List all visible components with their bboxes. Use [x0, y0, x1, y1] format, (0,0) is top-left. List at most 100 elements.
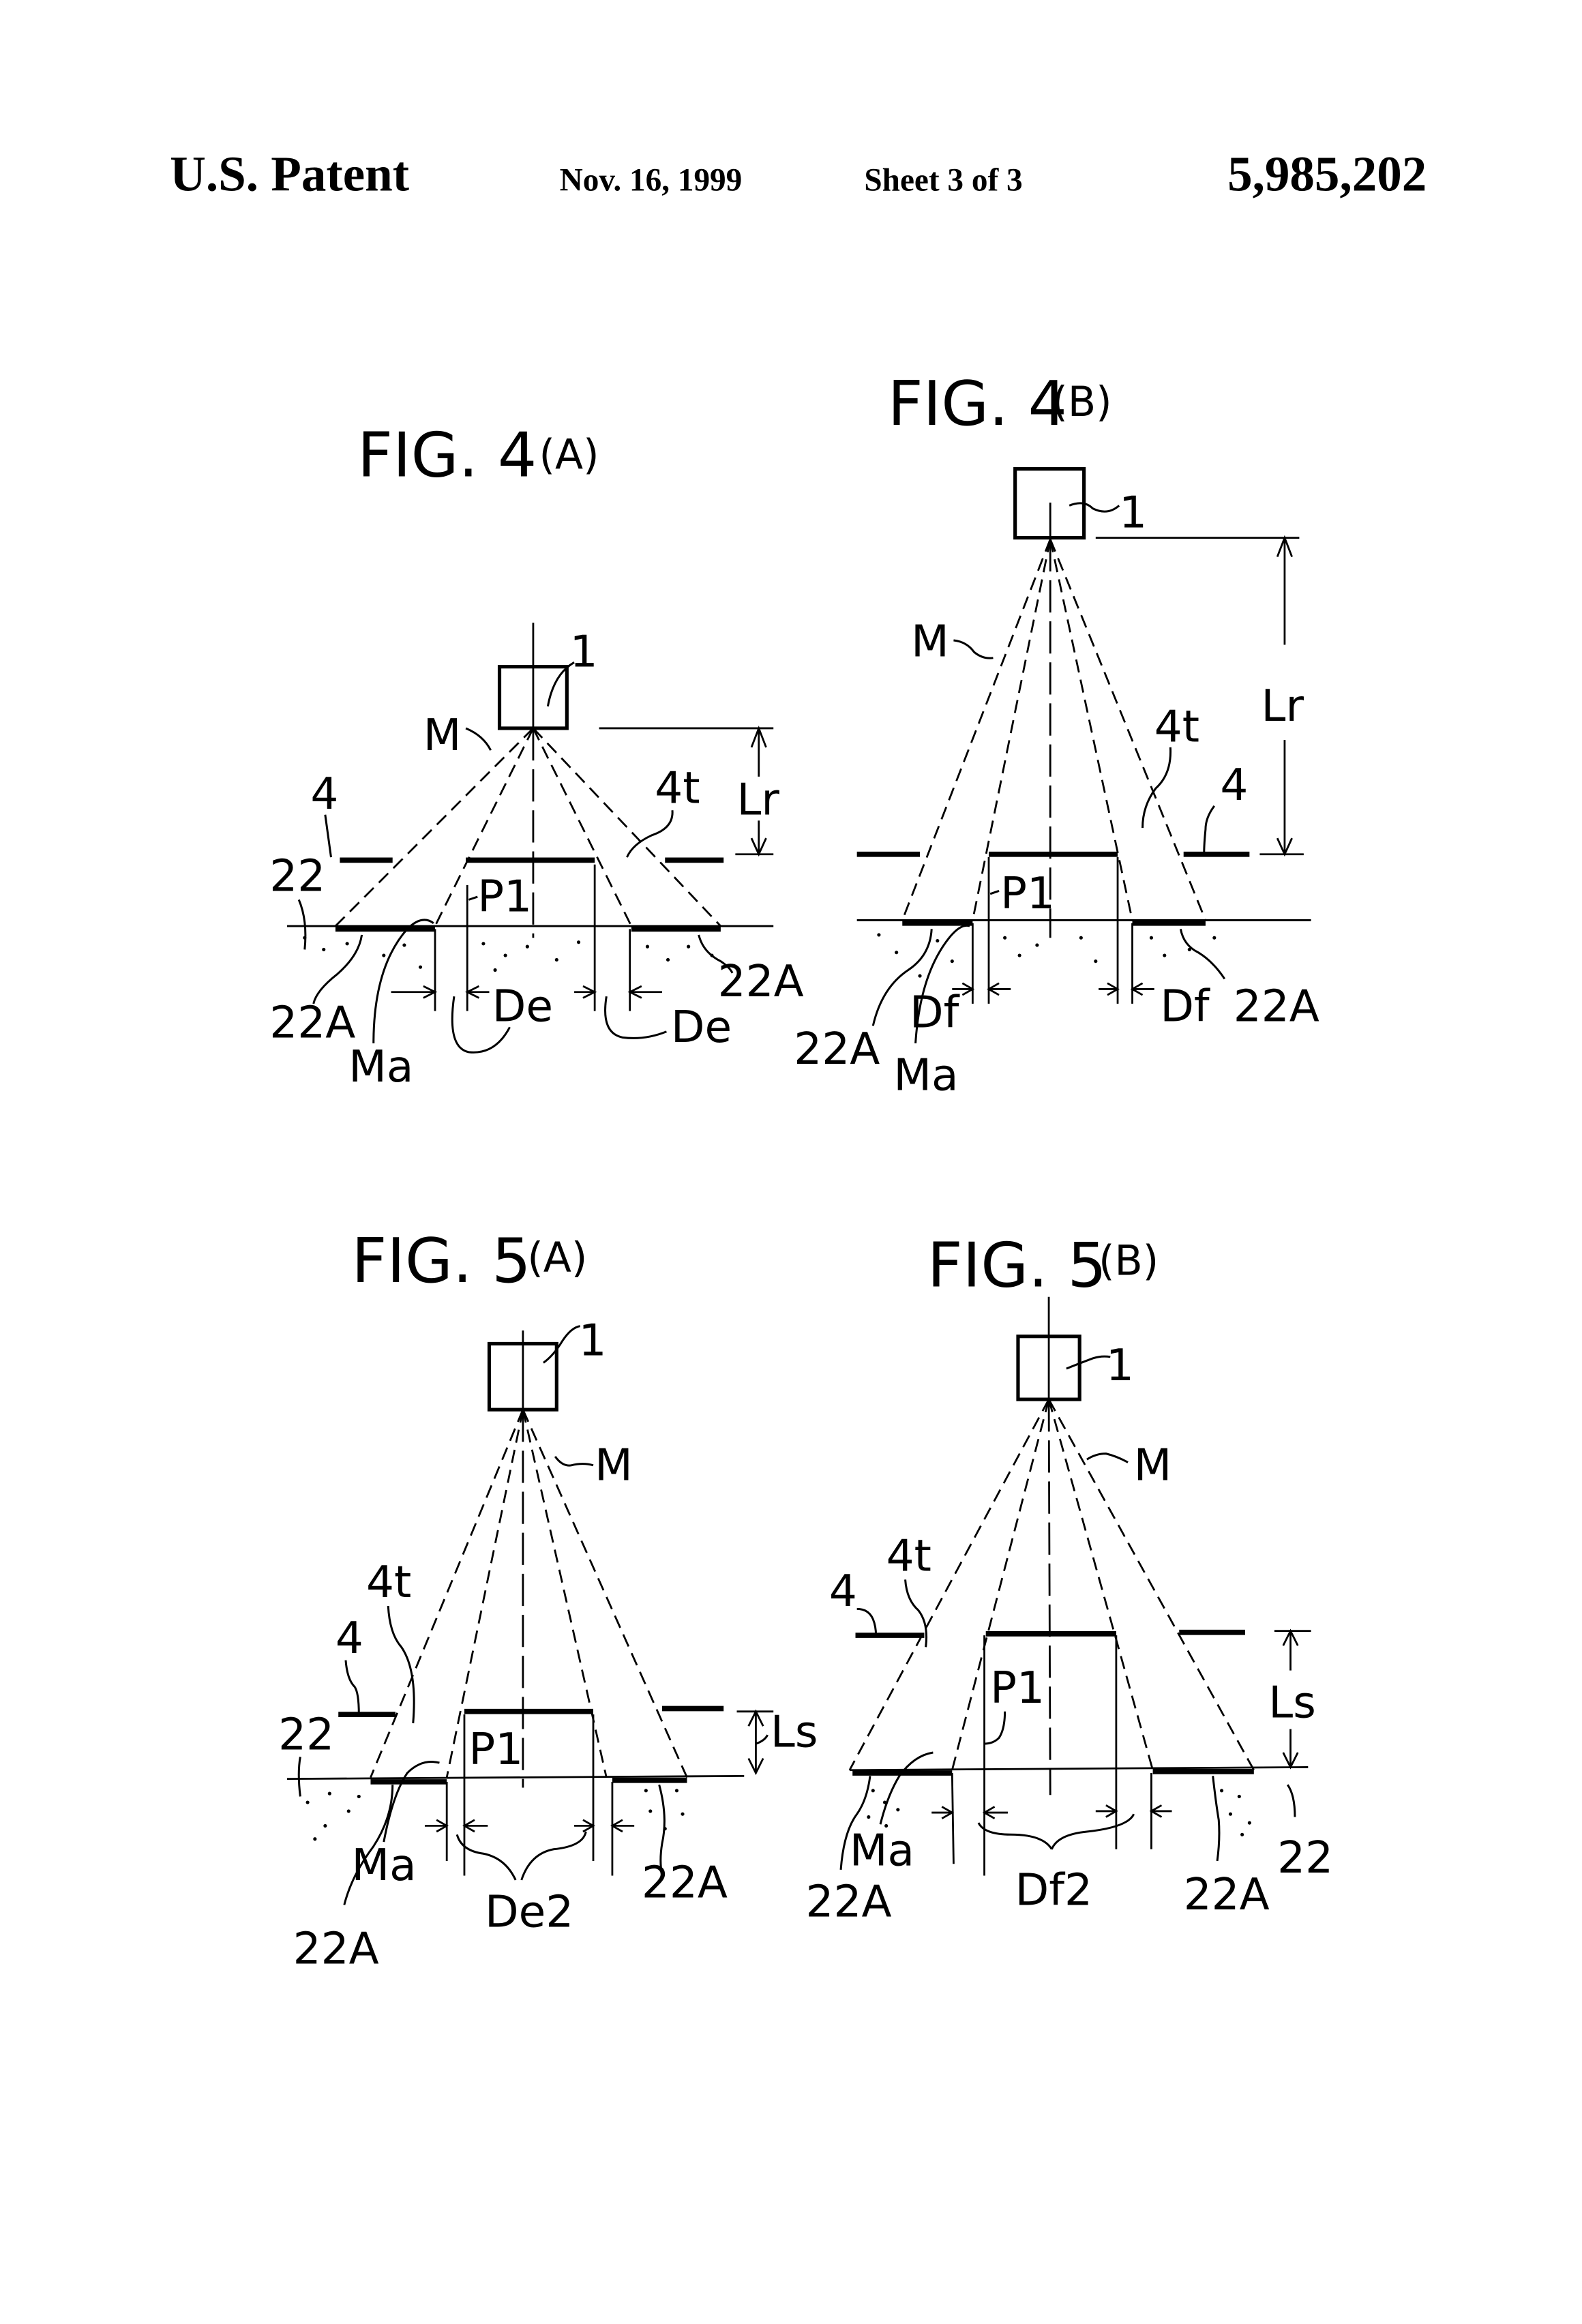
label-m: M	[911, 616, 949, 668]
beam-ray-outer-left	[850, 1399, 1049, 1770]
label-de2: De2	[485, 1887, 573, 1938]
label-p1: P1	[990, 1663, 1045, 1714]
figure-suffix: (A)	[539, 432, 599, 479]
label-1: 1	[570, 627, 598, 678]
leader-line-22a	[1180, 929, 1224, 979]
substrate-stipple	[877, 933, 1216, 977]
figure-suffix: (B)	[1099, 1237, 1159, 1285]
leader-line-ls	[756, 1735, 767, 1744]
figure-title: FIG. 4	[888, 368, 1067, 440]
figure-5a: FIG. 5 (A) 1 M Ls 4 4t 22	[278, 1225, 818, 1974]
label-m: M	[1134, 1440, 1172, 1491]
label-lr: Lr	[1262, 681, 1304, 732]
leader-line-p1	[985, 1712, 1005, 1744]
leader-line-22	[1287, 1785, 1295, 1817]
label-df-right: Df	[1160, 981, 1210, 1032]
label-p1: P1	[1000, 868, 1055, 919]
figure-4b: FIG. 4 (B) 1 M Lr 4 4t P1	[794, 368, 1319, 1101]
beam-ray-inner-left	[952, 1399, 1049, 1770]
label-4: 4	[1220, 760, 1248, 811]
label-1: 1	[579, 1315, 607, 1367]
leader-line-de	[606, 996, 667, 1038]
figure-suffix: (A)	[527, 1234, 587, 1282]
label-ma: Ma	[850, 1825, 914, 1876]
leader-line-p1	[990, 891, 999, 893]
label-m: M	[595, 1440, 633, 1491]
boundary-line	[952, 1773, 953, 1864]
figure-suffix: (B)	[1051, 378, 1111, 426]
label-ma: Ma	[348, 1041, 413, 1092]
leader-line-4	[325, 815, 331, 857]
label-4: 4	[335, 1613, 363, 1664]
label-22a-left: 22A	[794, 1024, 880, 1075]
label-22a-left: 22A	[805, 1877, 891, 1928]
label-m: M	[423, 710, 462, 761]
leader-line-22	[299, 1757, 300, 1796]
leader-line-22	[299, 899, 305, 949]
label-4t: 4t	[1154, 701, 1199, 752]
leader-line-4t	[1143, 747, 1171, 828]
label-lr: Lr	[737, 775, 780, 826]
label-4: 4	[829, 1566, 857, 1617]
label-22a-right: 22A	[1234, 981, 1319, 1032]
beam-ray-inner-left	[447, 1410, 523, 1777]
label-1: 1	[1106, 1340, 1134, 1391]
brace-df2	[979, 1814, 1134, 1849]
figure-5b: FIG. 5 (B) 1 M Ls 4 4t P1	[805, 1230, 1333, 1928]
header-date: Nov. 16, 1999	[560, 162, 743, 198]
leader-line-4	[1204, 806, 1214, 853]
label-de-left: De	[492, 981, 553, 1032]
label-ma: Ma	[352, 1840, 417, 1891]
label-4t: 4t	[366, 1557, 411, 1608]
label-22a-right: 22A	[718, 956, 804, 1007]
leader-line-m	[953, 640, 993, 658]
page-header: U.S. Patent Nov. 16, 1999 Sheet 3 of 3 5…	[170, 146, 1427, 201]
beam-ray-outer-left	[902, 539, 1050, 921]
substrate-stipple	[867, 1789, 1251, 1836]
leader-line-4	[857, 1609, 876, 1635]
figure-title: FIG. 5	[352, 1225, 531, 1297]
center-line	[1049, 1399, 1050, 1795]
substrate-stipple	[303, 936, 713, 972]
beam-ray-inner-right	[533, 728, 631, 926]
label-p1: P1	[468, 1724, 523, 1775]
beam-ray-inner-left	[972, 539, 1050, 921]
label-ls: Ls	[1268, 1677, 1315, 1728]
label-22: 22	[1277, 1832, 1333, 1883]
beam-ray-inner-right	[1050, 539, 1132, 921]
label-ls: Ls	[771, 1706, 818, 1757]
label-22a-left: 22A	[293, 1923, 379, 1974]
leader-line-22a	[314, 935, 362, 1004]
leader-line-m	[1087, 1454, 1128, 1463]
label-22: 22	[278, 1710, 334, 1761]
label-22: 22	[269, 850, 325, 902]
leader-line-4	[346, 1660, 359, 1715]
label-p1: P1	[477, 872, 532, 923]
header-patent-number: 5,985,202	[1227, 146, 1427, 201]
leader-line-ma	[374, 920, 434, 1043]
leader-line-22a	[699, 935, 732, 973]
label-22a-right: 22A	[1184, 1869, 1270, 1920]
header-sheet-number: Sheet 3 of 3	[864, 162, 1022, 198]
leader-line-m	[466, 728, 491, 750]
label-4t: 4t	[886, 1531, 931, 1582]
figure-title: FIG. 4	[357, 419, 537, 491]
leader-line-m	[555, 1457, 593, 1465]
figure-title: FIG. 5	[927, 1230, 1107, 1302]
figure-4a: FIG. 4 (A) 1 M Lr 4 4t	[269, 419, 803, 1092]
label-22a-left: 22A	[269, 997, 355, 1048]
label-4t: 4t	[655, 763, 700, 814]
beam-ray-outer-right	[533, 728, 721, 926]
label-df2: Df2	[1015, 1864, 1092, 1916]
label-22a-right: 22A	[642, 1858, 728, 1909]
leader-line-ma	[880, 1753, 933, 1824]
brace-de2	[457, 1832, 586, 1880]
label-de-right: De	[671, 1002, 732, 1053]
label-ma: Ma	[893, 1050, 958, 1101]
substrate-stipple	[306, 1789, 685, 1841]
header-us-patent: U.S. Patent	[170, 146, 409, 201]
label-1: 1	[1119, 488, 1147, 539]
label-4: 4	[310, 769, 338, 820]
leader-line-p1	[468, 897, 477, 899]
